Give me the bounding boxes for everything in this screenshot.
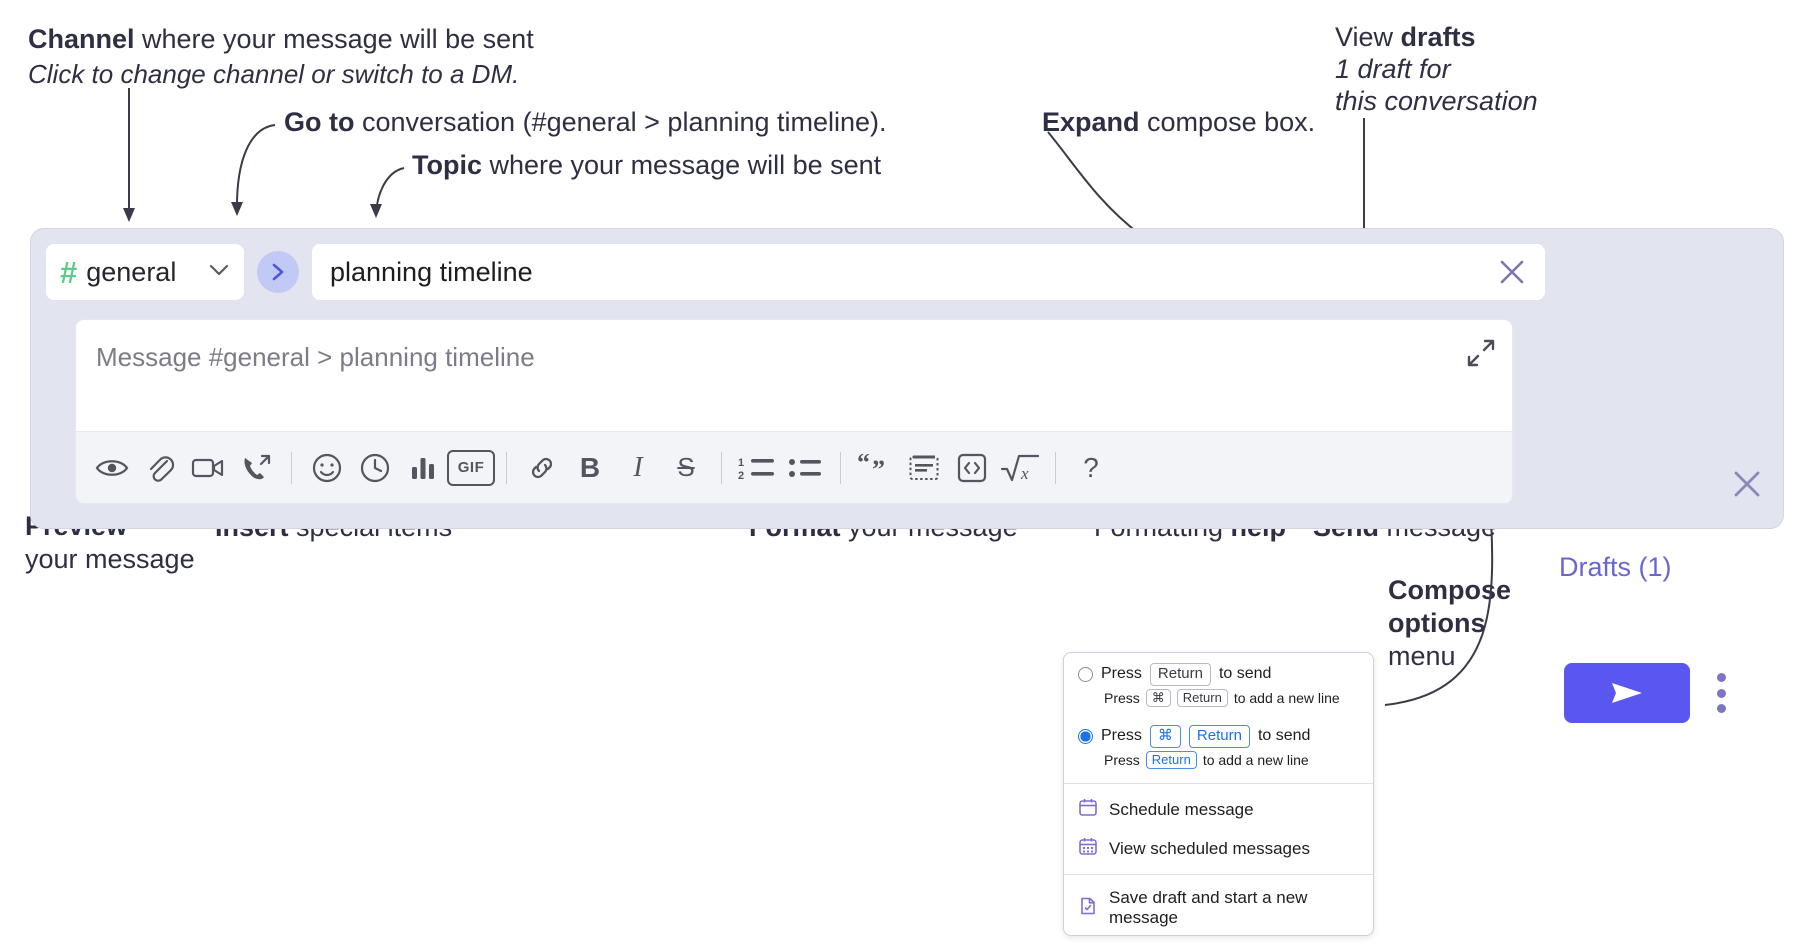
option2-pre: Press: [1101, 727, 1142, 745]
topic-value: planning timeline: [330, 256, 533, 287]
attachment-icon[interactable]: [136, 444, 184, 492]
svg-text:2: 2: [738, 470, 744, 482]
ordered-list-icon[interactable]: 1 2: [733, 444, 781, 492]
annotation-topic: Topic where your message will be sent: [412, 150, 882, 180]
option1-sub-pre: Press: [1104, 689, 1140, 706]
clock-icon[interactable]: [351, 444, 399, 492]
svg-text:x: x: [1020, 464, 1029, 483]
kbd-return: Return: [1149, 663, 1211, 686]
menu-divider: [1064, 783, 1373, 784]
radio-unselected[interactable]: [1078, 666, 1093, 682]
kbd-return: Return: [1176, 688, 1228, 707]
poll-icon[interactable]: [399, 444, 447, 492]
message-placeholder: Message #general > planning timeline: [96, 342, 535, 372]
toolbar-divider: [506, 451, 507, 484]
compose-top-row: # general planning timeline: [45, 243, 1546, 301]
channel-selector-button[interactable]: # general: [45, 243, 245, 301]
close-icon[interactable]: [1728, 465, 1766, 508]
option2-sub-post: to add a new line: [1202, 751, 1309, 768]
kebab-dot: [1716, 704, 1726, 713]
radio-selected[interactable]: [1078, 728, 1093, 744]
inline-code-icon[interactable]: [948, 444, 996, 492]
kbd-command: ⌘: [1149, 725, 1181, 748]
annotation-channel-line1: Channel where your message will be sent: [28, 24, 534, 54]
kbd-return: Return: [1145, 750, 1197, 769]
menu-item-label: View scheduled messages: [1109, 838, 1310, 858]
menu-divider: [1064, 874, 1373, 875]
menu-item-label: Save draft and start a new message: [1109, 888, 1308, 927]
kbd-command: ⌘: [1145, 688, 1171, 707]
annotation-expand: Expand compose box.: [1042, 107, 1316, 137]
compose-options-menu-button[interactable]: [1708, 673, 1734, 713]
drafts-link[interactable]: Drafts (1): [1559, 552, 1672, 582]
toolbar-divider: [1055, 451, 1056, 484]
gif-label: GIF: [447, 449, 495, 486]
bold-icon[interactable]: B: [579, 451, 601, 483]
menu-item-schedule-message[interactable]: Schedule message: [1064, 790, 1373, 829]
menu-option-return-to-send[interactable]: Press Return to send: [1064, 653, 1373, 688]
topic-input[interactable]: planning timeline: [311, 243, 1546, 301]
toolbar-divider: [840, 451, 841, 484]
menu-item-label: Schedule message: [1109, 799, 1254, 819]
italic-icon[interactable]: I: [633, 451, 643, 483]
toolbar-divider: [291, 451, 292, 484]
chevron-down-icon: [208, 263, 230, 282]
message-input-area[interactable]: Message #general > planning timeline: [75, 319, 1513, 504]
toolbar-divider: [721, 451, 722, 484]
video-icon[interactable]: [184, 444, 232, 492]
svg-text:”: ”: [872, 455, 885, 482]
emoji-icon[interactable]: [303, 444, 351, 492]
preview-icon[interactable]: [88, 444, 136, 492]
menu-item-save-draft[interactable]: Save draft and start a new message: [1064, 881, 1373, 935]
annotation-goto: Go to conversation (#general > planning …: [284, 107, 887, 137]
expand-compose-icon[interactable]: [1466, 338, 1496, 373]
save-draft-icon: [1078, 896, 1098, 921]
calendar-grid-icon: [1078, 836, 1098, 861]
calendar-icon: [1078, 797, 1098, 822]
code-block-icon[interactable]: [900, 444, 948, 492]
annotation-channel: Channel where your message will be sent …: [28, 22, 534, 92]
menu-option1-hint: Press ⌘ Return to add a new line: [1064, 688, 1373, 715]
annotation-channel-line2: Click to change channel or switch to a D…: [28, 59, 520, 90]
go-to-conversation-button[interactable]: [257, 251, 299, 293]
kbd-return: Return: [1188, 725, 1250, 748]
svg-text:“: “: [857, 454, 870, 477]
help-icon[interactable]: ?: [1083, 451, 1099, 483]
gif-icon[interactable]: GIF: [447, 444, 495, 492]
option1-post: to send: [1218, 665, 1272, 683]
blockquote-icon[interactable]: “ ”: [852, 444, 900, 492]
option2-post: to send: [1257, 727, 1311, 745]
menu-option2-hint: Press Return to add a new line: [1064, 750, 1373, 777]
bulleted-list-icon[interactable]: [781, 444, 829, 492]
huddle-icon[interactable]: [232, 444, 280, 492]
kebab-dot: [1716, 688, 1726, 698]
option2-sub-pre: Press: [1104, 751, 1140, 768]
send-button[interactable]: [1564, 663, 1690, 723]
channel-name: general: [86, 256, 177, 287]
kebab-dot: [1716, 673, 1726, 682]
annotation-drafts: View drafts 1 draft for this conversatio…: [1335, 22, 1538, 116]
compose-box: # general planning timeline Message #gen…: [30, 228, 1784, 723]
link-icon[interactable]: [518, 444, 566, 492]
annotation-compose-options: Compose options menu: [1388, 575, 1512, 671]
menu-item-view-scheduled-messages[interactable]: View scheduled messages: [1064, 829, 1373, 868]
hash-icon: #: [60, 254, 78, 290]
menu-option-cmd-return-to-send[interactable]: Press ⌘ Return to send: [1064, 715, 1373, 750]
math-icon[interactable]: x: [996, 444, 1044, 492]
clear-topic-icon[interactable]: [1495, 255, 1529, 289]
strikethrough-icon[interactable]: S: [677, 452, 695, 482]
option1-pre: Press: [1101, 665, 1142, 683]
compose-options-menu: Press Return to send Press ⌘ Return to a…: [1063, 652, 1374, 936]
formatting-toolbar: GIF B I S 1 2: [76, 431, 1512, 503]
svg-text:1: 1: [738, 457, 744, 469]
option1-sub-post: to add a new line: [1233, 689, 1340, 706]
